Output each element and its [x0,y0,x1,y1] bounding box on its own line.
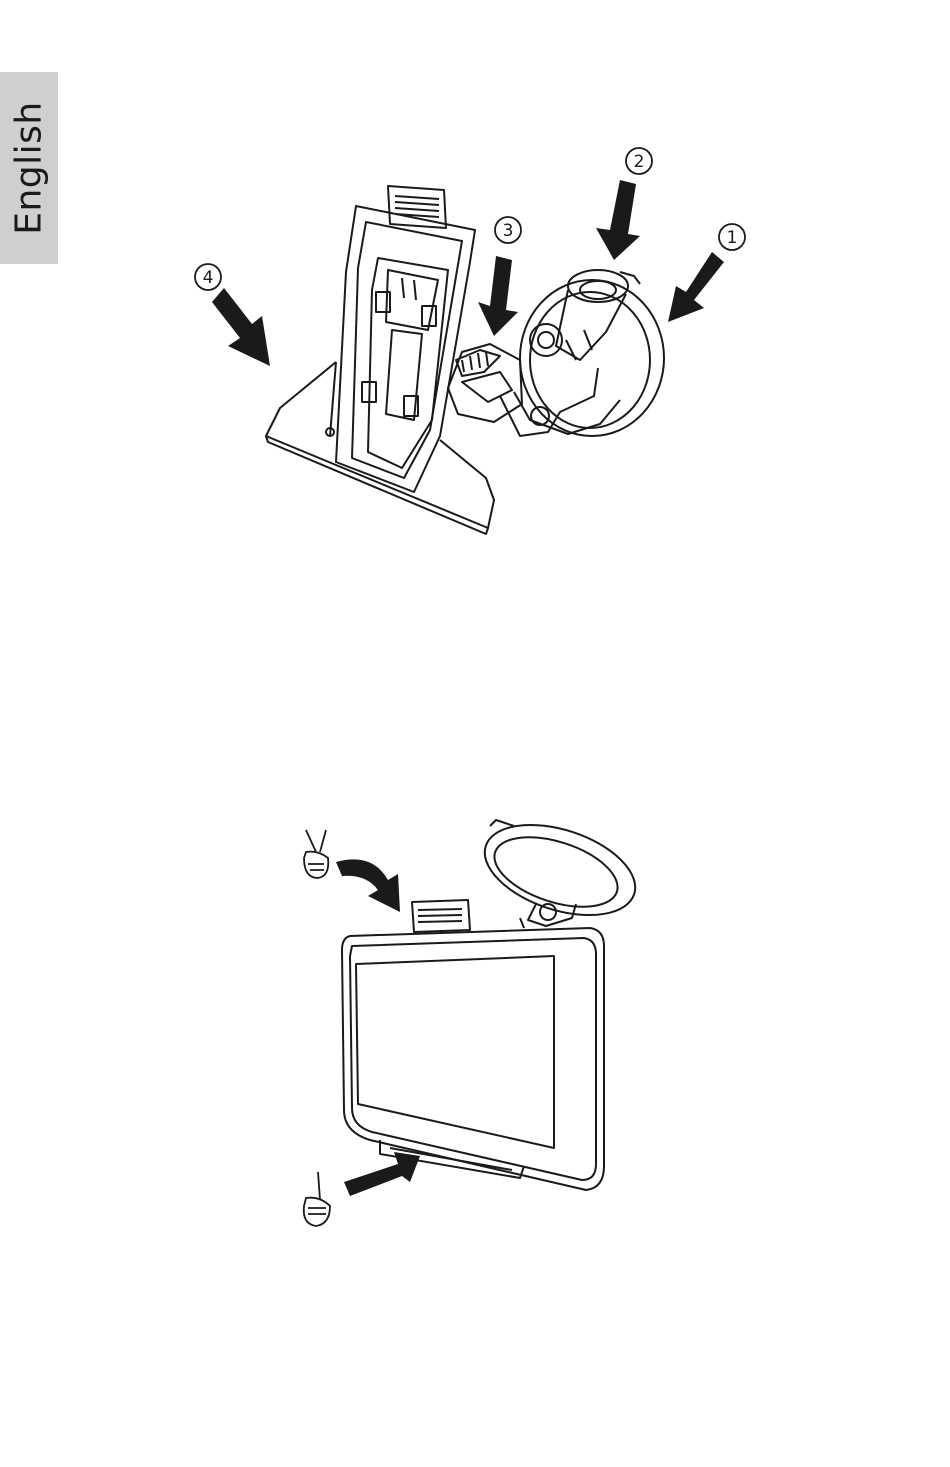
swivel-joint [448,344,522,422]
callout-3-label: 3 [503,221,514,241]
gps-device [342,928,604,1190]
suction-cup-top [473,808,646,932]
pointing-hand-icon [304,1172,330,1226]
arrow-bottom [344,1152,420,1196]
callout-1-label: 1 [727,228,738,248]
victory-hand-icon [304,830,328,878]
mount-assembly-figure: 1 2 3 4 [0,0,950,560]
callout-2-label: 2 [634,152,645,172]
arrow-2 [596,180,640,260]
callout-4-label: 4 [203,268,214,288]
suction-cup [500,270,664,436]
arrow-4 [212,288,270,366]
curved-arrow-top [336,859,400,912]
cradle-clip-top [412,900,470,932]
arrow-3 [478,256,518,336]
device-screen [356,956,554,1148]
device-attach-figure [0,800,950,1260]
arrow-1 [668,252,724,322]
